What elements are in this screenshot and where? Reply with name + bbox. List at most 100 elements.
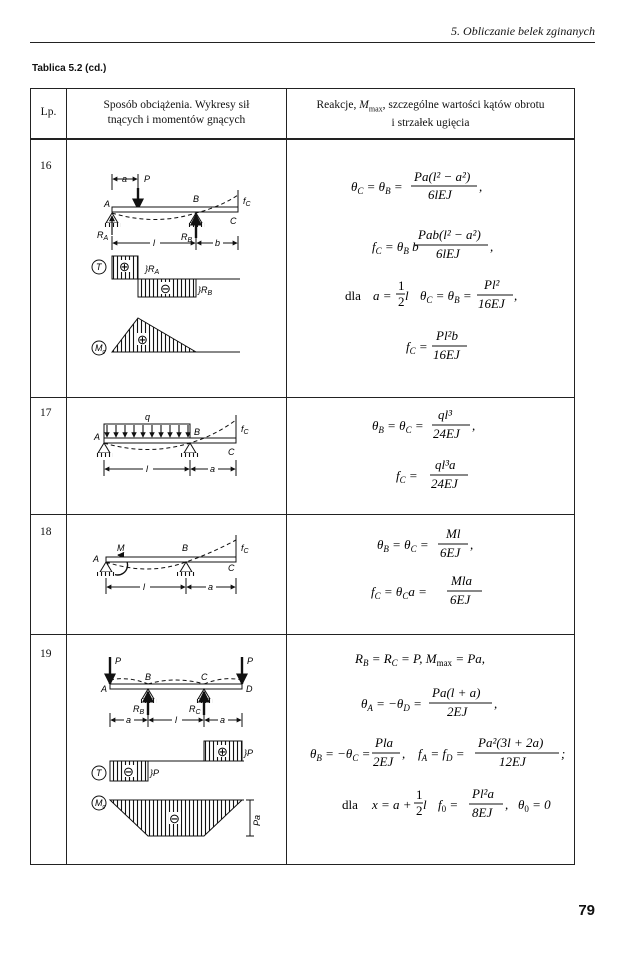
formula-thetaA: θA = −θD = [361, 696, 422, 713]
label-bg [217, 745, 229, 757]
fraction-numerator: Pl²a [471, 786, 494, 801]
row-number: 16 [40, 160, 52, 172]
label-bg [206, 582, 216, 592]
formula-fC: fC = θCa = [371, 584, 427, 601]
fraction-numerator: Pab(l² − a²) [417, 227, 481, 242]
brace-P: }P [243, 748, 253, 758]
formulas-17: θB = θC = ql³ 24EJ , fC = ql³a 24EJ [372, 407, 475, 491]
load-arrows [104, 425, 191, 438]
fraction-denominator: 6lEJ [428, 187, 453, 202]
label-bg [218, 715, 228, 725]
fraction-numerator: Pla [374, 735, 394, 750]
label-l: l [143, 582, 146, 592]
label-q: q [145, 412, 150, 422]
row-number: 19 [40, 648, 52, 660]
label-a: a [220, 715, 225, 725]
label-D: D [246, 684, 253, 694]
minus-sign: ⊖ [169, 811, 180, 826]
support-A [97, 442, 111, 454]
label-fC: fC [241, 424, 250, 436]
label-C: C [230, 216, 237, 226]
label-bg [124, 715, 134, 725]
plus-sign: ⊕ [119, 259, 130, 274]
row-divider [31, 397, 574, 398]
formulas-16: θC = θB = Pa(l² − a²) 6lEJ , fC = θB b P… [345, 169, 517, 362]
column-header-reactions: Reakcje, Mmax, szczególne wartości kątów… [287, 98, 574, 131]
plus-sign: ⊕ [137, 332, 148, 347]
formulas-18: θB = θC = Ml 6EJ , fC = θCa = Mla 6EJ [371, 526, 482, 607]
fraction-numerator: ql³a [435, 457, 456, 472]
beam-diagram-16: a P A B C fC RA RB l b T ⊕ ⊖ [91, 174, 252, 356]
label-P: P [115, 656, 121, 666]
fraction-denominator: 16EJ [433, 347, 461, 362]
text: Reakcje, [316, 99, 360, 111]
fraction-numerator: Pa(l + a) [431, 685, 480, 700]
label-bg [169, 812, 181, 824]
symbol-circle-M [91, 340, 107, 356]
brace-P: }P [149, 768, 159, 778]
fraction-denominator: 8EJ [472, 805, 493, 820]
label-RC: RC [189, 704, 202, 716]
label-Pa: Pa [252, 815, 262, 826]
label-B: B [182, 543, 188, 553]
label-bg [150, 238, 160, 248]
row-divider [31, 514, 574, 515]
label-RA: RA [97, 230, 109, 242]
header-bottom-rule [31, 138, 574, 140]
deflection-line [109, 678, 149, 685]
formula-theta: θC = θB = [420, 288, 472, 305]
formula-fA: fA = fD = [418, 746, 465, 763]
label-A: A [103, 199, 110, 209]
beam-diagram-17: q A B C fC l a [93, 412, 250, 476]
brace-RA: }RA [144, 264, 160, 276]
minus-sign: ⊖ [160, 281, 171, 296]
label-l: l [153, 238, 156, 248]
brace-RB: }RB [197, 285, 213, 297]
row-number: 17 [40, 407, 52, 419]
punctuation: , [470, 537, 473, 552]
fraction-numerator: Pl² [483, 277, 501, 292]
column-header-lp: Lp. [40, 106, 57, 118]
label-a: a [122, 174, 127, 184]
label-T: T [96, 768, 103, 778]
label-a: a [208, 582, 213, 592]
formula-fC: fC = θB b [372, 239, 419, 256]
label-b: b [215, 238, 220, 248]
fraction-denominator: 6lEJ [436, 246, 461, 261]
label-fC: fC [243, 196, 252, 208]
fraction-denominator: 24EJ [431, 476, 459, 491]
label-B: B [145, 672, 151, 682]
label-P: P [144, 174, 150, 184]
label-P: P [247, 656, 253, 666]
fraction-numerator: Mla [450, 573, 472, 588]
row-number: 18 [40, 526, 52, 538]
label-C: C [228, 447, 235, 457]
label-bg [123, 765, 135, 777]
label-M: Mg [95, 343, 106, 355]
text: , szczególne wartości kątów obrotu [382, 99, 545, 111]
label-bg [160, 282, 172, 294]
beam-diagram-18: M A B C fC l a [92, 535, 250, 594]
column-header-load-line2: tnących i momentów gnących [107, 114, 246, 126]
label-bg [172, 715, 182, 725]
support-A [99, 561, 113, 573]
ground-hatch [177, 572, 195, 576]
label-bg [137, 333, 149, 345]
table: Lp. Sposób obciążenia. Wykresy sił tnący… [30, 88, 575, 865]
formulas-19: RB = RC = P, Mmax = Pa, θA = −θD = Pa(l … [310, 651, 565, 820]
deflection-line [105, 539, 237, 570]
ground-hatch [97, 572, 115, 576]
formula-theta0: θ0 = 0 [518, 797, 551, 814]
fraction-numerator: Ml [445, 526, 461, 541]
header-rule [30, 42, 595, 43]
plus-sign: ⊕ [217, 744, 228, 759]
label-bg [208, 464, 218, 474]
ground-hatch [181, 453, 199, 457]
label-bg [140, 582, 150, 592]
fraction-denominator: 12EJ [499, 754, 527, 769]
label-A: A [92, 554, 99, 564]
text: M [359, 99, 369, 111]
formula-l: l [423, 797, 427, 812]
fraction-denominator: 6EJ [450, 592, 471, 607]
